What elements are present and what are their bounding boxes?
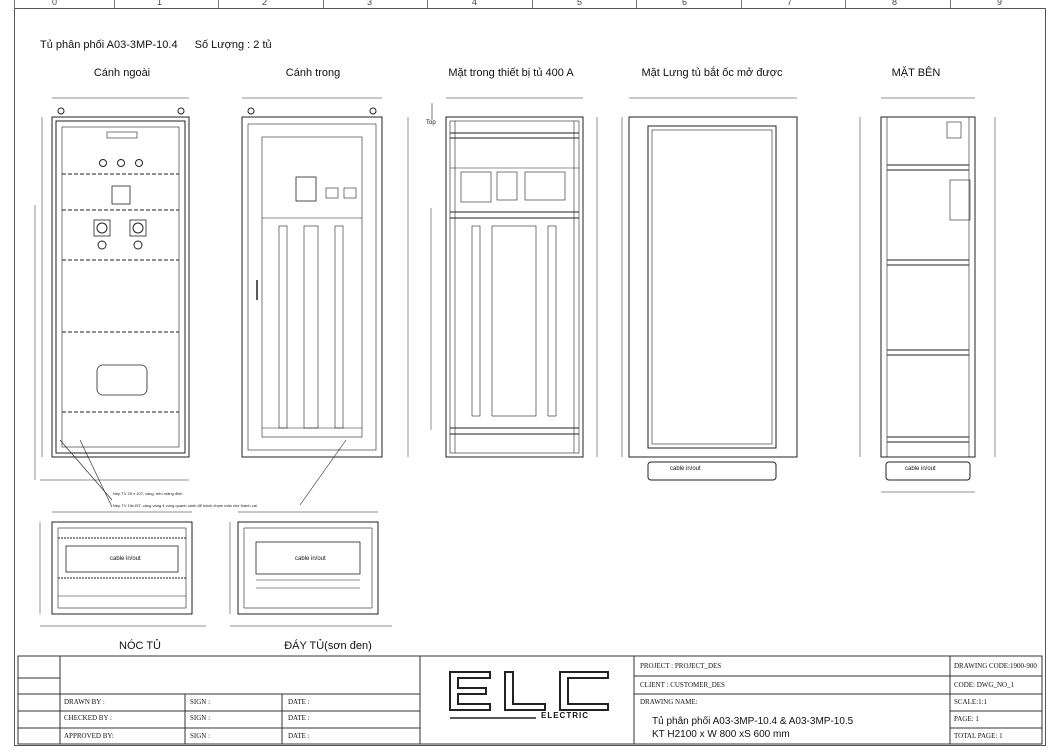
sign-label: SIGN : [190, 714, 211, 722]
drawing-code: DRAWING CODE:1900-900 [954, 662, 1037, 670]
ruler-mark: 0 [52, 0, 58, 7]
drawing-name-label: DRAWING NAME: [640, 698, 698, 706]
drawn-by-label: DRAWN BY : [64, 698, 105, 706]
inner-door-view [241, 97, 409, 458]
leader-line [79, 439, 113, 508]
cable-label: cable in/out [110, 556, 141, 562]
view-title-inner-door: Cánh trong [285, 67, 341, 79]
logo-subtitle: ELECTRIC [541, 711, 589, 720]
view-title-bottom: ĐÁY TỦ(sơn đen) [284, 640, 372, 652]
date-label: DATE : [288, 698, 310, 706]
ruler-mark: 4 [472, 0, 478, 7]
leader-line [59, 439, 113, 501]
note-2: Nẹp TV 15x15T, vàng vàng 4 vung quanh cá… [113, 503, 257, 508]
sheet-header: Tủ phân phối A03-3MP-10.4 Số Lượng : 2 t… [40, 39, 272, 51]
ruler-mark: 1 [157, 0, 163, 7]
project-field: PROJECT : PROJECT_DES [640, 662, 722, 670]
page-field: PAGE: 1 [954, 715, 979, 723]
leader-line [299, 439, 347, 506]
view-title-interior: Mặt trong thiết bị tủ 400 A [448, 67, 574, 79]
interior-view [430, 97, 598, 458]
approved-by-label: APPROVED BY: [64, 732, 114, 740]
drawing-frame [14, 8, 1046, 746]
note-1: Nẹp TV 20 x 10T, vàng, trên mặng điện [113, 491, 183, 496]
cable-label: cable in/out [670, 466, 701, 472]
drawing-name-line1: Tủ phân phối A03-3MP-10.4 & A03-3MP-10.5 [652, 716, 854, 727]
drawing-name-line2: KT H2100 x W 800 xS 600 mm [652, 729, 790, 740]
cable-label: cable in/out [295, 556, 326, 562]
side-view [859, 97, 996, 493]
cable-label: cable in/out [905, 466, 936, 472]
elc-logo [449, 671, 609, 719]
ruler-mark: 7 [787, 0, 793, 7]
code-field: CODE: DWG_NO_1 [954, 681, 1015, 689]
view-title-outer-door: Cánh ngoài [93, 67, 151, 79]
sign-label: SIGN : [190, 698, 211, 706]
ruler-mark: 3 [367, 0, 373, 7]
total-page-field: TOTAL PAGE: 1 [954, 732, 1003, 740]
ruler-mark: 8 [892, 0, 898, 7]
ruler-mark: 2 [262, 0, 268, 7]
view-title-back: Mặt Lưng tủ bắt ốc mở được [641, 67, 783, 79]
date-label: DATE : [288, 732, 310, 740]
checked-by-label: CHECKED BY : [64, 714, 112, 722]
top-mark: Top [426, 120, 436, 126]
outer-door-view [34, 97, 190, 481]
view-title-side: MẶT BÊN [891, 67, 941, 79]
quantity: Số Lượng : 2 tủ [194, 39, 272, 51]
title-block-lines [17, 655, 1043, 745]
scale-field: SCALE:1:1 [954, 698, 988, 706]
ruler-mark: 9 [997, 0, 1003, 7]
sign-label: SIGN : [190, 732, 211, 740]
ruler-mark: 5 [577, 0, 583, 7]
back-view [621, 97, 798, 481]
date-label: DATE : [288, 714, 310, 722]
roof-view [39, 511, 206, 627]
client-field: CLIENT : CUSTOMER_DES [640, 681, 725, 689]
ruler-mark: 6 [682, 0, 688, 7]
panel-title: Tủ phân phối A03-3MP-10.4 [40, 39, 178, 51]
bottom-view [229, 511, 392, 627]
view-title-roof: NÓC TỦ [119, 640, 161, 652]
